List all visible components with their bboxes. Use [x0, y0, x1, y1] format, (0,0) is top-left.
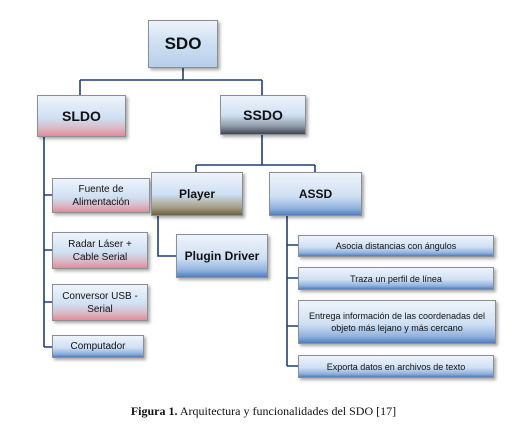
node-sldo: SLDO	[37, 95, 126, 137]
node-entrega-informacion: Entrega información de las coordenadas d…	[298, 300, 496, 344]
node-conversor-usb: Conversor USB - Serial	[52, 284, 148, 321]
node-computador: Computador	[52, 335, 144, 358]
node-traza-perfil: Traza un perfil de línea	[298, 267, 494, 290]
node-fuente-alimentacion: Fuente de Alimentación	[52, 178, 150, 213]
node-assd: ASSD	[269, 172, 362, 216]
node-radar-laser: Radar Láser + Cable Serial	[52, 232, 148, 269]
caption-text: Arquitectura y funcionalidades del SDO […	[179, 404, 397, 418]
caption-label: Figura 1.	[130, 404, 178, 418]
node-exporta-datos: Exporta datos en archivos de texto	[298, 355, 494, 378]
node-asocia-distancias: Asocia distancias con ángulos	[298, 235, 494, 257]
node-ssdo: SSDO	[220, 95, 306, 135]
node-player: Player	[151, 172, 243, 216]
node-sdo: SDO	[148, 20, 218, 68]
node-plugin-driver: Plugin Driver	[176, 234, 268, 278]
figure-caption: Figura 1. Arquitectura y funcionalidades…	[0, 404, 527, 419]
